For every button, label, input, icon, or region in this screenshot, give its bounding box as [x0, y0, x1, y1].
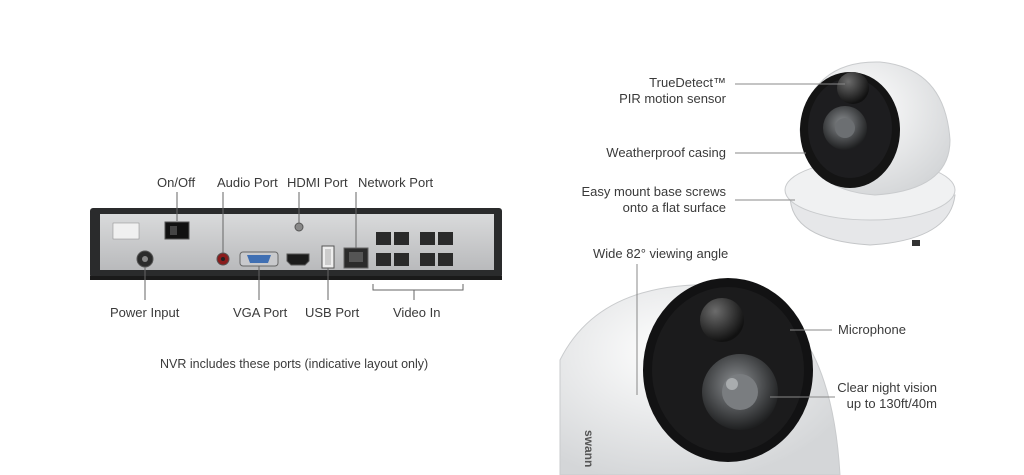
label-usb-port: USB Port	[305, 305, 360, 320]
power-switch	[164, 221, 190, 240]
label-vga-port: VGA Port	[233, 305, 288, 320]
label-night-line1: Clear night vision	[837, 380, 937, 395]
label-viewing-angle: Wide 82° viewing angle	[593, 246, 729, 261]
label-night-line2: up to 130ft/40m	[846, 396, 937, 411]
nvr-leader-lines	[144, 192, 464, 300]
label-hdmi-port: HDMI Port	[287, 175, 348, 190]
label-mount-line1: Easy mount base screws	[581, 184, 726, 199]
brand-logo: swann	[582, 430, 596, 467]
vga-port	[239, 251, 279, 267]
camera-top-leader-lines	[735, 83, 845, 201]
label-network-port: Network Port	[358, 175, 434, 190]
label-mount: Easy mount base screws onto a flat surfa…	[581, 184, 726, 216]
nvr-caption: NVR includes these ports (indicative lay…	[160, 357, 429, 371]
label-video-in: Video In	[393, 305, 441, 320]
usb-port	[321, 245, 335, 269]
nvr-recorder	[90, 208, 502, 280]
label-power-input: Power Input	[110, 305, 180, 320]
video-in-ports	[376, 232, 453, 266]
label-truedetect-line2: PIR motion sensor	[619, 91, 726, 106]
label-mount-line2: onto a flat surface	[622, 200, 726, 215]
label-night-vision: Clear night vision up to 130ft/40m	[837, 380, 937, 412]
dome-camera-closeup	[559, 278, 841, 475]
label-audio-port: Audio Port	[217, 175, 278, 190]
label-on-off: On/Off	[157, 175, 196, 190]
audio-port	[216, 252, 230, 266]
power-input-port	[136, 250, 154, 268]
label-truedetect-line1: TrueDetect™	[649, 75, 726, 90]
camera-bottom-leader-lines	[636, 264, 835, 398]
label-weatherproof: Weatherproof casing	[606, 145, 726, 160]
label-truedetect: TrueDetect™ PIR motion sensor	[619, 75, 726, 107]
label-microphone: Microphone	[838, 322, 906, 337]
dome-camera-top	[784, 61, 956, 246]
network-port	[343, 247, 369, 269]
hdmi-port	[286, 253, 310, 266]
